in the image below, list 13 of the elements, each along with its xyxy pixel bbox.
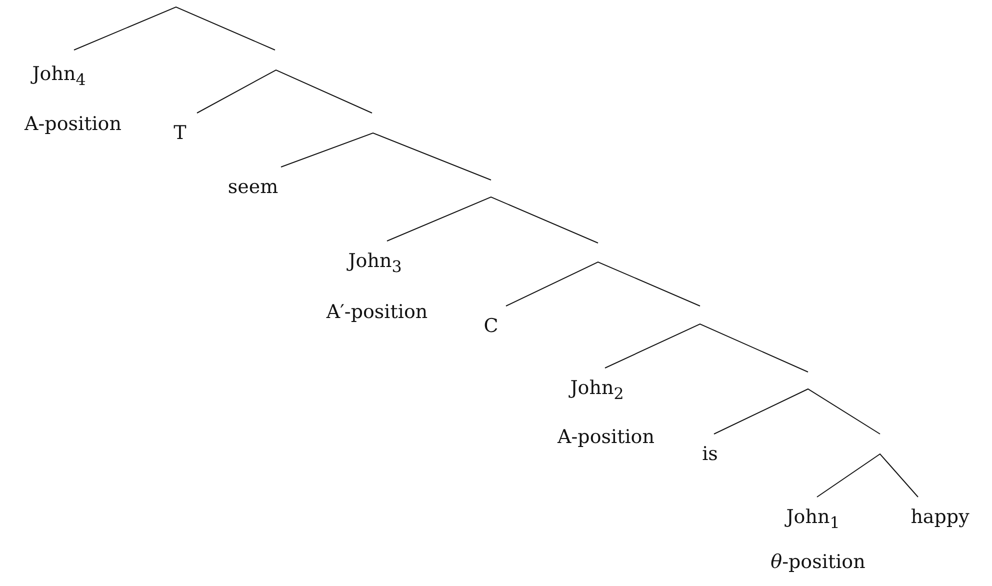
position-annotation: A-position [24,112,122,136]
tree-leaf-label: happy [910,505,970,529]
position-annotation: A′-position [326,300,428,324]
tree-leaf-label: seem [228,175,278,199]
position-annotation: A-position [558,425,654,449]
tree-leaf-label: C [484,314,498,338]
tree-leaf-label: is [702,442,718,466]
tree-leaf-label: John$_{1}$ [786,505,840,535]
tree-leaf-label: John$_{2}$ [570,376,624,406]
tree-leaf-label: John$_{3}$ [348,249,402,279]
tree-leaf-label: John$_{4}$ [32,62,86,92]
tree-leaf-label: T [174,121,186,145]
position-annotation: θ-position [770,550,866,574]
